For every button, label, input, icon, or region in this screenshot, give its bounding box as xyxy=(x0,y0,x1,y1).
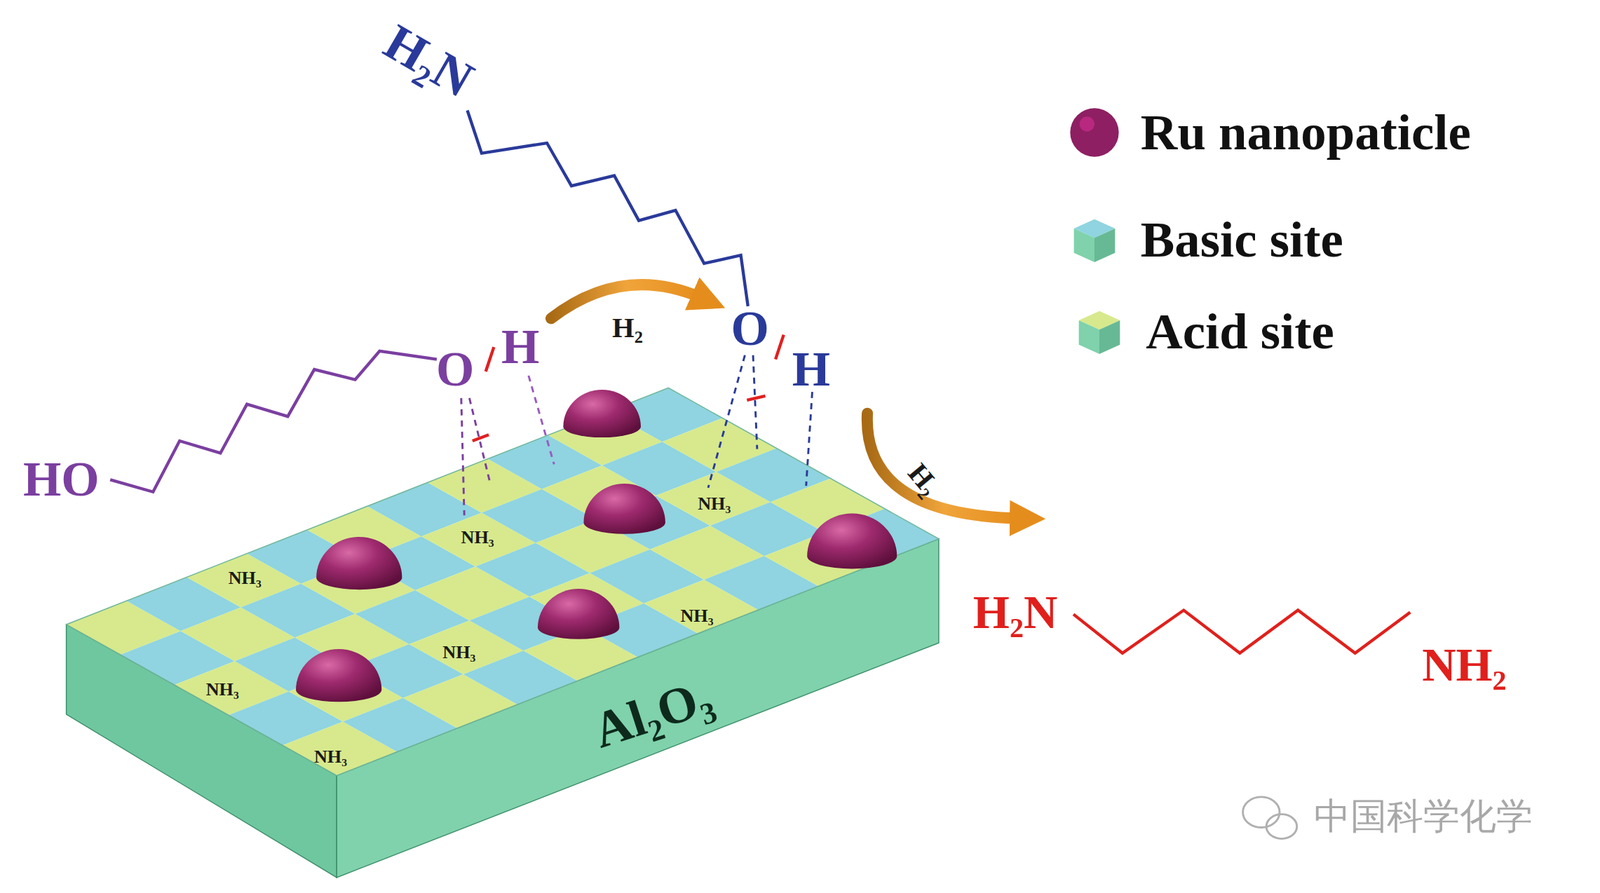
ammonia-site: NH₃ xyxy=(442,643,476,662)
adsorption-dash xyxy=(461,398,465,516)
ru-particles xyxy=(295,389,897,702)
bond-break-mark xyxy=(775,335,784,360)
hydrogen-arrow xyxy=(551,284,702,319)
hydroxyl-group: HO xyxy=(23,455,100,505)
legend-entry: Acid site xyxy=(1071,303,1335,360)
diamine-chain xyxy=(1073,610,1410,654)
legend-text: Basic site xyxy=(1140,214,1344,266)
ru-nanoparticle xyxy=(583,483,665,535)
bond-break-mark xyxy=(746,396,765,401)
hydrogen-atom: H xyxy=(792,344,831,395)
adsorption-dash xyxy=(469,398,490,482)
legend-swatch xyxy=(1066,211,1123,268)
ammonia-site: NH₃ xyxy=(206,680,240,700)
aminohexanol-chain xyxy=(467,110,749,306)
ru-nanoparticle xyxy=(807,513,897,570)
watermark: 中国科学化学 xyxy=(1313,797,1533,835)
ammonia-site: NH₃ xyxy=(697,495,731,514)
legend-text: Ru nanopaticle xyxy=(1140,107,1471,159)
adsorption-dash xyxy=(753,355,758,450)
legend-entry: Ru nanopaticle xyxy=(1066,104,1471,161)
ru-nanoparticle xyxy=(563,389,641,438)
legend-swatch xyxy=(1066,104,1123,161)
legend-swatch xyxy=(1071,303,1128,360)
ru-nanoparticle xyxy=(295,649,382,702)
hexanediol-chain xyxy=(110,351,437,493)
slab-front-face xyxy=(336,539,939,878)
hydrogen-label: H₂ xyxy=(612,314,643,343)
adsorption-dash xyxy=(528,375,554,465)
ammonia-site: NH₃ xyxy=(228,569,262,588)
amine-group: H₂N xyxy=(973,588,1058,636)
amine-group: H₂N xyxy=(375,16,481,106)
ammonia-site: NH₃ xyxy=(314,748,348,767)
adsorption-dash xyxy=(806,391,813,486)
ru-nanoparticle xyxy=(537,588,620,640)
ammonia-site: NH₃ xyxy=(461,528,495,547)
oxygen-atom: O xyxy=(436,344,474,395)
bond-break-mark xyxy=(485,347,495,372)
legend-entry: Basic site xyxy=(1066,211,1344,268)
hydrogen-atom: H xyxy=(501,322,540,372)
wechat-icon xyxy=(1243,797,1298,840)
adsorption-dash xyxy=(708,355,745,488)
legend-text: Acid site xyxy=(1145,306,1335,358)
hydrogen-arrow xyxy=(867,413,1021,519)
oxygen-atom: O xyxy=(731,304,770,354)
amine-group: NH₂ xyxy=(1421,641,1507,689)
ammonia-site: NH₃ xyxy=(680,607,714,626)
bond-break-mark xyxy=(472,434,489,442)
ru-nanoparticle xyxy=(316,537,402,590)
